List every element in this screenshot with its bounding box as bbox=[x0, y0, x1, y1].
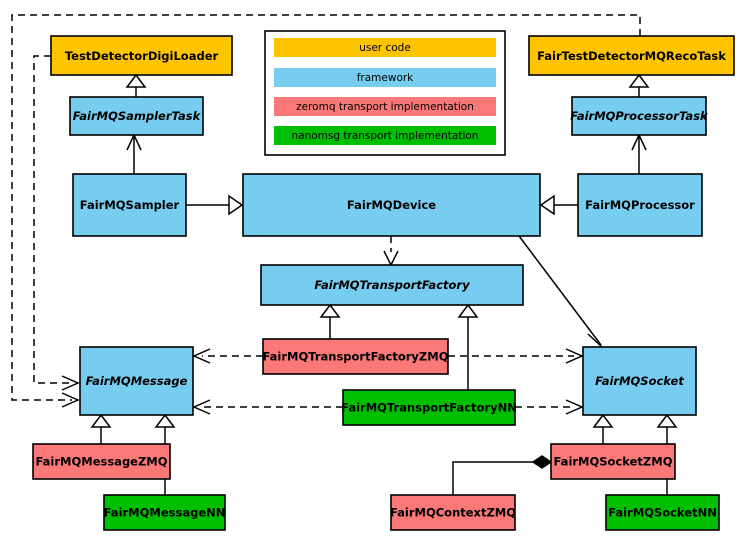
legend-swatch-nanomsg bbox=[274, 126, 496, 145]
edge-sampler-to-device bbox=[186, 194, 244, 216]
node-box bbox=[605, 494, 720, 531]
node-label: FairMQTransportFactoryNN bbox=[341, 401, 517, 415]
node-FairMQMessage[interactable]: FairMQMessage bbox=[79, 346, 194, 416]
node-box bbox=[390, 494, 516, 531]
node-FairMQSamplerTask[interactable]: FairMQSamplerTask bbox=[69, 96, 204, 136]
node-label: FairMQTransportFactory bbox=[314, 278, 470, 292]
node-box bbox=[69, 96, 204, 136]
node-box bbox=[32, 443, 171, 480]
edge-samplertask-to-digiloader bbox=[125, 73, 147, 97]
edge-contextzmq-to-socketzmq bbox=[452, 455, 553, 495]
edge-device-to-transportfactory bbox=[383, 236, 399, 267]
node-FairTestDetectorMQRecoTask[interactable]: FairTestDetectorMQRecoTask bbox=[528, 35, 735, 76]
node-FairMQProcessor[interactable]: FairMQProcessor bbox=[577, 173, 703, 237]
legend-item-zeromq: zeromq transport implementation bbox=[274, 97, 496, 116]
node-box bbox=[262, 338, 449, 375]
edge-socketzmq-to-socket bbox=[592, 413, 614, 444]
node-TestDetectorDigiLoader[interactable]: TestDetectorDigiLoader bbox=[50, 35, 233, 76]
legend-item-nanomsg: nanomsg transport implementation bbox=[274, 126, 496, 145]
legend-label-user-code: user code bbox=[359, 42, 411, 54]
legend-swatch-framework bbox=[274, 68, 496, 87]
edge-digiloader-to-message bbox=[33, 55, 80, 391]
edge-messagezmq-to-message bbox=[90, 413, 112, 444]
node-label: TestDetectorDigiLoader bbox=[65, 49, 219, 63]
edge-tfnn-to-socket bbox=[515, 399, 584, 415]
node-FairMQContextZMQ[interactable]: FairMQContextZMQ bbox=[390, 494, 516, 531]
node-FairMQTransportFactoryZMQ[interactable]: FairMQTransportFactoryZMQ bbox=[262, 338, 449, 375]
legend-label-nanomsg: nanomsg transport implementation bbox=[292, 130, 479, 142]
node-label: FairMQProcessor bbox=[585, 198, 695, 212]
node-box bbox=[571, 96, 707, 136]
node-label: FairMQSamplerTask bbox=[73, 109, 202, 123]
node-label: FairMQMessage bbox=[86, 374, 188, 388]
node-FairMQSampler[interactable]: FairMQSampler bbox=[72, 173, 187, 237]
node-FairMQMessageNN[interactable]: FairMQMessageNN bbox=[103, 494, 226, 531]
edge-processor-to-processortask bbox=[631, 133, 647, 174]
node-box bbox=[582, 346, 697, 416]
node-FairMQTransportFactoryNN[interactable]: FairMQTransportFactoryNN bbox=[341, 389, 517, 426]
node-FairMQSocketNN[interactable]: FairMQSocketNN bbox=[605, 494, 720, 531]
legend: user code framework zeromq transport imp… bbox=[264, 30, 506, 156]
node-FairMQDevice[interactable]: FairMQDevice bbox=[242, 173, 541, 237]
edge-tfzmq-to-transportfactory bbox=[319, 303, 341, 339]
node-FairMQTransportFactory[interactable]: FairMQTransportFactory bbox=[260, 264, 524, 306]
node-FairMQSocketZMQ[interactable]: FairMQSocketZMQ bbox=[550, 443, 676, 480]
node-label: FairMQSocketZMQ bbox=[554, 455, 673, 469]
node-label: FairMQMessageZMQ bbox=[35, 455, 167, 469]
node-layer: TestDetectorDigiLoader FairTestDetectorM… bbox=[32, 35, 735, 531]
node-label: FairMQSampler bbox=[80, 198, 180, 212]
edge-sampler-to-samplertask bbox=[126, 133, 142, 174]
edge-tfzmq-to-message bbox=[192, 348, 263, 364]
node-box bbox=[242, 173, 541, 237]
edge-tfzmq-to-socket bbox=[448, 348, 584, 364]
legend-label-zeromq: zeromq transport implementation bbox=[296, 101, 474, 113]
node-box bbox=[342, 389, 516, 426]
node-FairMQProcessorTask[interactable]: FairMQProcessorTask bbox=[570, 96, 709, 136]
edge-device-to-socket bbox=[518, 235, 606, 351]
node-label: FairMQSocket bbox=[595, 374, 684, 388]
legend-swatch-zeromq bbox=[274, 97, 496, 116]
node-label: FairMQContextZMQ bbox=[390, 506, 516, 520]
node-box bbox=[260, 264, 524, 306]
node-box bbox=[577, 173, 703, 237]
node-box bbox=[50, 35, 233, 76]
node-FairMQMessageZMQ[interactable]: FairMQMessageZMQ bbox=[32, 443, 171, 480]
node-box bbox=[528, 35, 735, 76]
edge-processor-to-device bbox=[539, 194, 578, 216]
node-box bbox=[103, 494, 226, 531]
node-label: FairMQTransportFactoryZMQ bbox=[262, 350, 448, 364]
node-label: FairMQMessageNN bbox=[104, 506, 226, 520]
node-box bbox=[550, 443, 676, 480]
node-label: FairMQDevice bbox=[347, 198, 436, 212]
node-label: FairTestDetectorMQRecoTask bbox=[537, 49, 726, 63]
legend-swatch-user-code bbox=[274, 38, 496, 57]
legend-label-framework: framework bbox=[357, 72, 414, 84]
node-label: FairMQProcessorTask bbox=[570, 109, 709, 123]
edge-processortask-to-recotask bbox=[628, 73, 650, 97]
legend-item-user-code: user code bbox=[274, 38, 496, 57]
node-label: FairMQSocketNN bbox=[608, 506, 717, 520]
node-box bbox=[72, 173, 187, 237]
edge-recotask-to-message bbox=[11, 14, 641, 408]
node-box bbox=[79, 346, 194, 416]
legend-item-framework: framework bbox=[274, 68, 496, 87]
edge-tfnn-to-message bbox=[192, 399, 343, 415]
node-FairMQSocket[interactable]: FairMQSocket bbox=[582, 346, 697, 416]
edge-tfnn-to-transportfactory bbox=[457, 303, 479, 390]
